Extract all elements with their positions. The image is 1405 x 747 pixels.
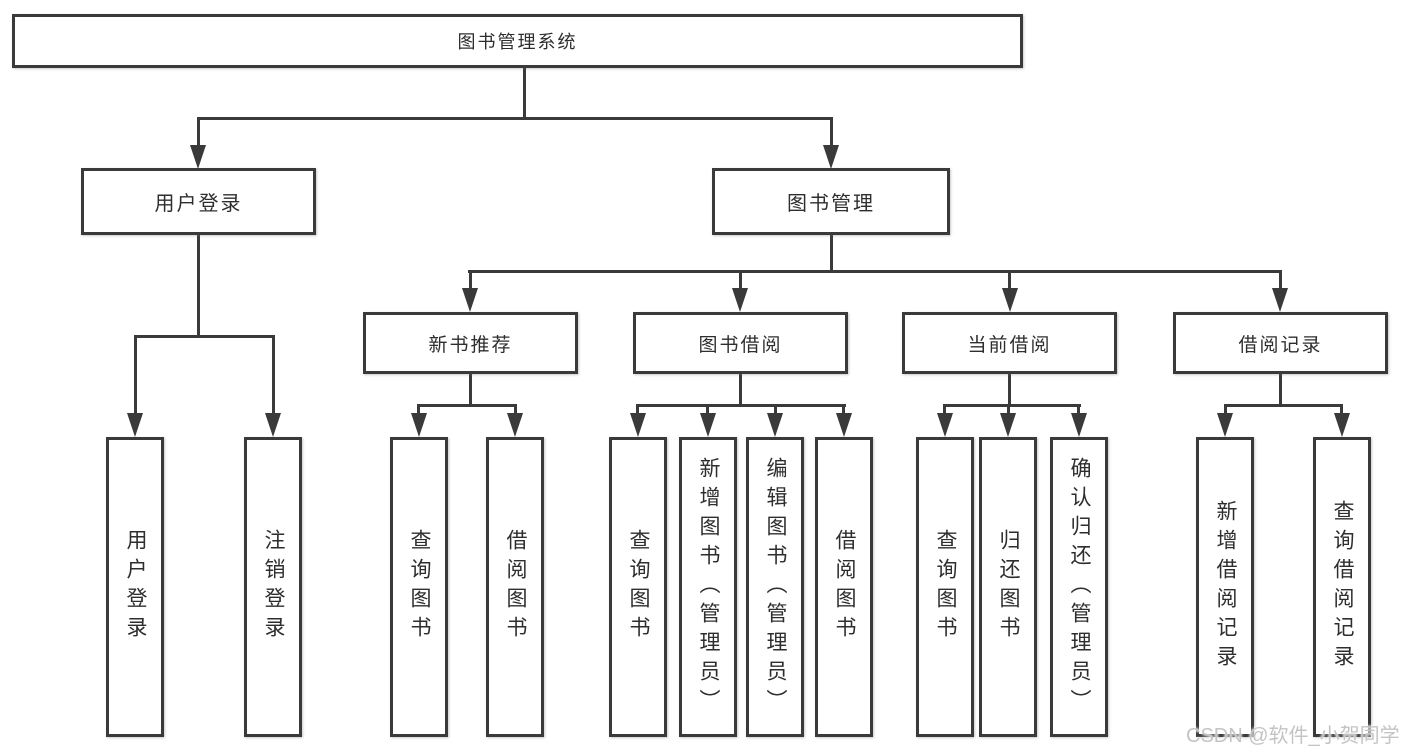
- connector-shaft: [1007, 404, 1010, 418]
- connector-shaft: [774, 404, 777, 418]
- connector-root-rail: [197, 117, 833, 120]
- connector-book-mgmt-drop: [830, 235, 833, 272]
- leaf-edit-books-admin: 编辑图书（管理员）: [746, 437, 804, 737]
- node-borrowing-records: 借阅记录: [1173, 312, 1388, 374]
- arrowhead-down: [1217, 413, 1233, 437]
- connector-shaft: [197, 119, 200, 149]
- connector-borrowing-drop: [739, 374, 742, 406]
- connector-shaft: [469, 271, 472, 293]
- connector-shaft: [417, 404, 420, 418]
- connector-root-drop: [523, 68, 526, 119]
- csdn-watermark: CSDN @软件_小贺同学: [1186, 725, 1400, 747]
- arrowhead-down: [1071, 413, 1087, 437]
- leaf-return-books: 归还图书: [979, 437, 1037, 737]
- node-new-book-recommendation: 新书推荐: [363, 312, 578, 374]
- connector-shaft: [706, 404, 709, 418]
- arrowhead-down: [462, 288, 478, 312]
- connector-recommend-drop: [469, 374, 472, 406]
- leaf-user-login: 用户登录: [106, 437, 164, 737]
- arrowhead-down: [823, 145, 839, 169]
- connector-shaft: [1008, 271, 1011, 293]
- leaf-query-books-recommend: 查询图书: [390, 437, 448, 737]
- arrowhead-down: [937, 413, 953, 437]
- arrowhead-down: [411, 413, 427, 437]
- connector-shaft: [1279, 271, 1282, 293]
- connector-shaft: [830, 119, 833, 149]
- connector-shaft: [842, 404, 845, 418]
- leaf-logout: 注销登录: [244, 437, 302, 737]
- connector-records-drop: [1279, 374, 1282, 406]
- connector-shaft: [134, 336, 137, 416]
- leaf-borrow-books-borrowing: 借阅图书: [815, 437, 873, 737]
- leaf-query-books-borrowing: 查询图书: [609, 437, 667, 737]
- leaf-add-borrow-record: 新增借阅记录: [1196, 437, 1254, 737]
- arrowhead-down: [732, 288, 748, 312]
- leaf-query-books-current: 查询图书: [916, 437, 974, 737]
- arrowhead-down: [630, 413, 646, 437]
- connector-shaft: [943, 404, 946, 418]
- node-book-borrowing: 图书借阅: [633, 312, 848, 374]
- connector-shaft: [514, 404, 517, 418]
- arrowhead-down: [1002, 288, 1018, 312]
- node-book-management: 图书管理: [712, 168, 950, 235]
- connector-shaft: [636, 404, 639, 418]
- node-user-login: 用户登录: [81, 168, 316, 235]
- connector-current-drop: [1008, 374, 1011, 406]
- leaf-add-books-admin: 新增图书（管理员）: [679, 437, 737, 737]
- connector-shaft: [1224, 404, 1227, 418]
- connector-shaft: [1340, 404, 1343, 418]
- connector-recommend-rail: [418, 404, 517, 407]
- connector-shaft: [739, 271, 742, 293]
- arrowhead-down: [700, 413, 716, 437]
- arrowhead-down: [767, 413, 783, 437]
- arrowhead-down: [1334, 413, 1350, 437]
- connector-shaft: [1077, 404, 1080, 418]
- connector-user-login-rail: [134, 335, 275, 338]
- leaf-borrow-books-recommend: 借阅图书: [486, 437, 544, 737]
- connector-borrowing-rail: [637, 404, 846, 407]
- arrowhead-down: [836, 413, 852, 437]
- arrowhead-down: [1272, 288, 1288, 312]
- connector-shaft: [272, 336, 275, 416]
- arrowhead-down: [1000, 413, 1016, 437]
- connector-records-rail: [1224, 404, 1343, 407]
- arrowhead-down: [127, 413, 143, 437]
- node-current-borrowing: 当前借阅: [902, 312, 1117, 374]
- arrowhead-down: [265, 413, 281, 437]
- arrowhead-down: [507, 413, 523, 437]
- arrowhead-down: [190, 145, 206, 169]
- leaf-query-borrow-record: 查询借阅记录: [1313, 437, 1371, 737]
- connector-book-mgmt-rail: [468, 270, 1282, 273]
- leaf-confirm-return-admin: 确认归还（管理员）: [1050, 437, 1108, 737]
- connector-user-login-drop: [197, 235, 200, 336]
- connector-current-rail: [944, 404, 1081, 407]
- node-library-management-system: 图书管理系统: [12, 14, 1023, 68]
